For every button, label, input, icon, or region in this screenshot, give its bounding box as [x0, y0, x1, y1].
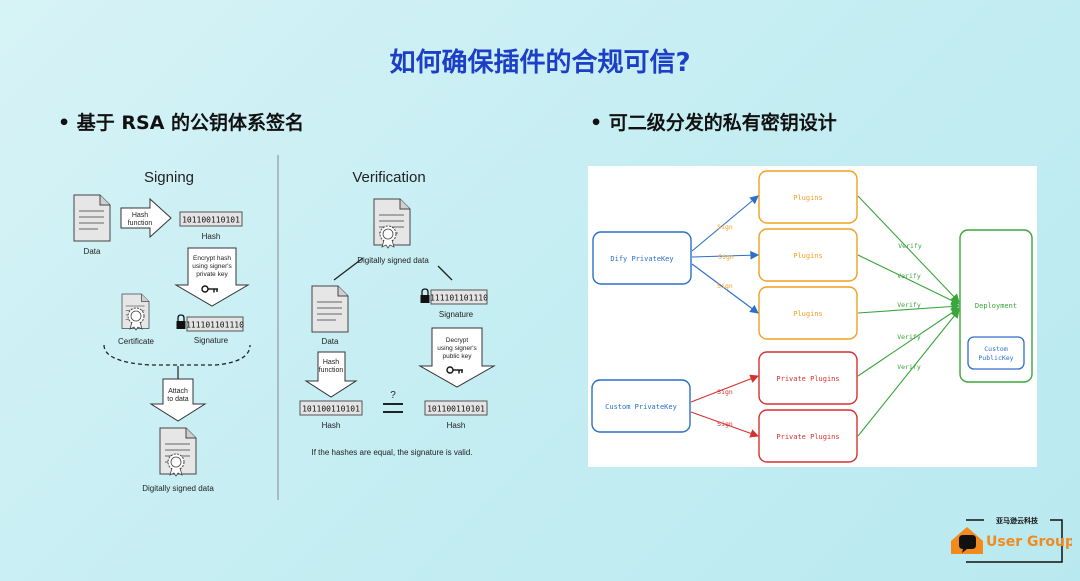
signing-signature-box	[186, 316, 244, 332]
encrypt-text-line2: using signer's	[192, 263, 232, 270]
sign-arrow-1	[691, 195, 759, 252]
sign-arrow-3	[691, 263, 759, 314]
signing-hash-value: 101100110101	[182, 216, 240, 225]
sign-label-4: Sign	[717, 388, 733, 396]
signing-hash-function-line2: function	[128, 220, 153, 227]
signing-lock-icon	[175, 314, 187, 330]
signing-signed-label: Digitally signed data	[142, 484, 214, 493]
key-distribution-diagram: Dify PrivateKey Custom PrivateKey Plugin…	[588, 166, 1037, 467]
custom-public-key-line2: PublicKey	[978, 354, 1013, 362]
encrypt-text-line3: private key	[196, 271, 228, 278]
plugin-label-2: Plugins	[793, 252, 823, 260]
attach-text-line2: to data	[167, 396, 189, 403]
verification-signed-label: Digitally signed data	[357, 256, 429, 265]
logo-main-text: User Group	[986, 534, 1072, 550]
attach-text-line1: Attach	[168, 388, 188, 395]
verify-arrow-4	[857, 307, 960, 377]
encrypt-text-line1: Encrypt hash	[193, 255, 231, 262]
verify-hash-function-line1: Hash	[323, 359, 339, 366]
sign-arrow-4	[690, 374, 760, 403]
logo-frame-right	[966, 519, 1063, 563]
data-document-icon	[73, 194, 111, 242]
signing-hash-function-line1: Hash	[132, 212, 148, 219]
hash-function-arrow	[120, 197, 172, 239]
verify-arrow-2	[857, 254, 960, 305]
verify-arrow-5	[857, 309, 960, 437]
verify-hash-right-value: 101100110101	[427, 405, 485, 414]
verify-hash-function-line2: function	[319, 367, 344, 374]
bullet-private-key-design: • 可二级分发的私有密钥设计	[590, 112, 837, 134]
deployment-label: Deployment	[975, 302, 1017, 310]
chat-bubble-icon	[959, 535, 976, 553]
custom-private-key-box	[591, 379, 691, 433]
sign-arrow-5	[690, 411, 760, 438]
custom-public-key-line1: Custom	[984, 345, 1008, 353]
encrypt-arrow	[174, 247, 250, 307]
verify-label-4: Verify	[897, 333, 921, 341]
signing-signature-label: Signature	[194, 336, 229, 345]
verification-heading: Verification	[352, 169, 425, 186]
user-group-logo: 亚马逊云科技 User Group	[951, 516, 1072, 563]
signed-document-seal-icon	[167, 453, 185, 477]
equality-question-mark: ?	[390, 390, 396, 401]
sign-label-1: Sign	[717, 223, 733, 231]
decrypt-arrow	[418, 327, 496, 388]
verify-data-document-icon	[311, 285, 349, 333]
bullet-rsa-signing: • 基于 RSA 的公钥体系签名	[58, 112, 305, 134]
verify-hash-right-label: Hash	[447, 421, 466, 430]
plugin-box-1	[758, 170, 858, 224]
signing-data-label: Data	[84, 247, 101, 256]
verify-arrow-1	[857, 195, 960, 303]
verify-label-5: Verify	[897, 363, 921, 371]
custom-private-key-label: Custom PrivateKey	[605, 403, 677, 411]
verify-arrow-3	[857, 302, 961, 314]
verification-signature-value: 111101101110	[430, 294, 488, 303]
verify-label-1: Verify	[898, 242, 922, 250]
merge-dashed-bracket	[103, 344, 251, 366]
verify-hash-left-value: 101100110101	[302, 405, 360, 414]
verify-hash-right-box	[424, 400, 488, 416]
verification-signature-label: Signature	[439, 310, 474, 319]
signing-hash-box	[179, 211, 243, 227]
signing-hash-label: Hash	[202, 232, 221, 241]
certificate-seal-icon	[127, 307, 145, 331]
attach-arrow	[149, 378, 207, 422]
logo-top-text: 亚马逊云科技	[996, 516, 1039, 525]
sign-arrow-2	[691, 250, 760, 260]
verify-hash-left-box	[299, 400, 363, 416]
sign-label-3: Sign	[717, 282, 733, 290]
verify-label-2: Verify	[897, 272, 921, 280]
decrypt-text-line3: public key	[443, 353, 473, 360]
private-plugin-label-2: Private Plugins	[776, 433, 839, 441]
dify-private-key-label: Dify PrivateKey	[610, 255, 673, 263]
decrypt-text-line2: using signer's	[437, 345, 477, 352]
decrypt-text-line1: Decrypt	[446, 337, 469, 344]
plugin-label-1: Plugins	[793, 194, 823, 202]
certificate-label: Certificate	[118, 337, 155, 346]
verify-lock-icon	[419, 288, 431, 304]
custom-public-key-box	[967, 336, 1025, 370]
sign-label-2: Sign	[718, 253, 734, 261]
plugin-label-3: Plugins	[793, 310, 823, 318]
verification-signature-box	[430, 289, 488, 305]
private-plugin-label-1: Private Plugins	[776, 375, 839, 383]
sign-label-5: Sign	[717, 420, 733, 428]
verify-label-3: Verify	[897, 301, 921, 309]
verify-hash-arrow	[304, 351, 358, 398]
signing-heading: Signing	[144, 169, 194, 186]
verify-seal-icon	[379, 225, 397, 249]
verification-note: If the hashes are equal, the signature i…	[312, 448, 473, 457]
signing-signature-value: 111101101110	[186, 321, 244, 330]
verification-data-label: Data	[322, 337, 339, 346]
plugin-box-3	[758, 286, 858, 340]
dify-private-key-box	[592, 231, 692, 285]
page-title: 如何确保插件的合规可信?	[389, 48, 691, 78]
verify-hash-left-label: Hash	[322, 421, 341, 430]
